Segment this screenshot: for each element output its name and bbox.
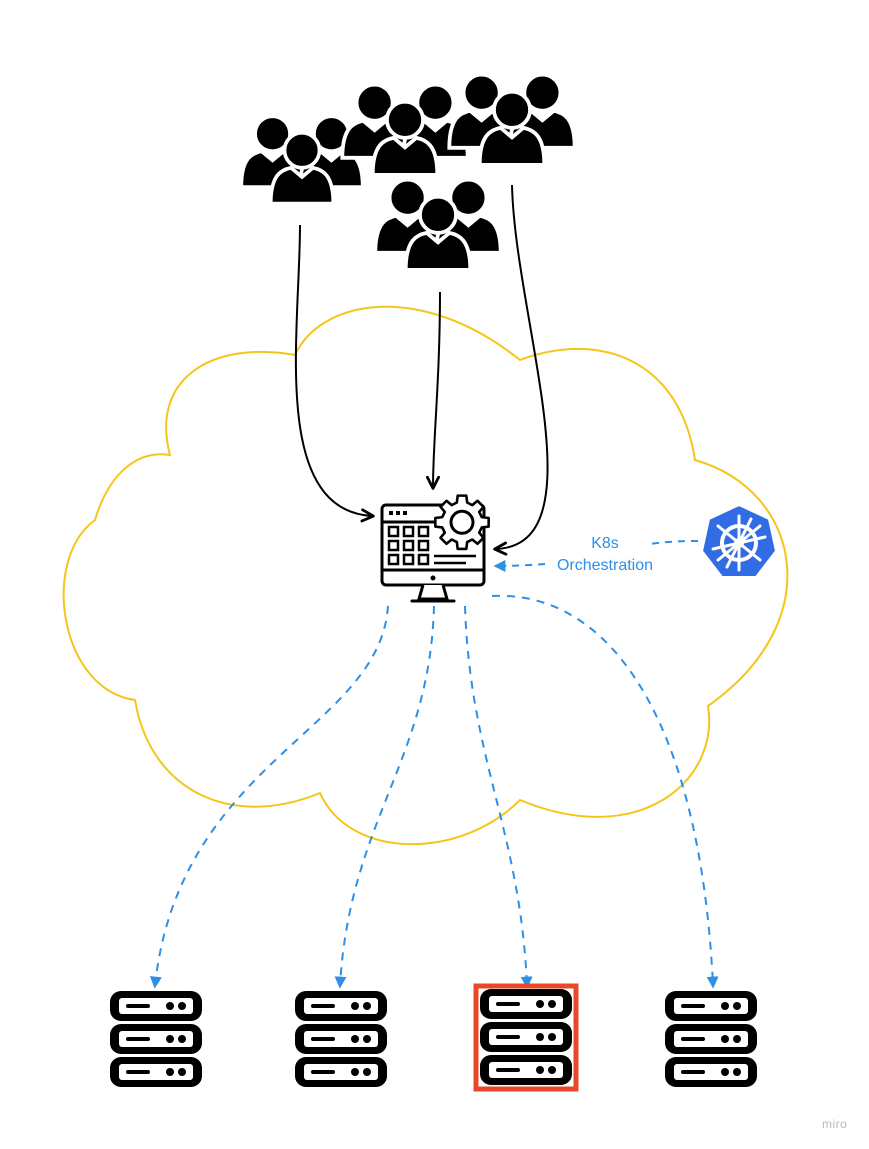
orchestration-arrow <box>647 540 699 545</box>
panel-to-server-arrow-4 <box>491 594 719 989</box>
user-to-panel-arrow-left <box>294 224 375 523</box>
server-icon <box>480 989 572 1085</box>
orchestration-label: K8s Orchestration <box>540 533 670 577</box>
server-icon <box>665 991 757 1087</box>
server-icon <box>295 991 387 1087</box>
miro-watermark: miro <box>822 1117 848 1131</box>
control-panel-gear-icon <box>380 494 490 603</box>
cloud-outline <box>62 305 789 846</box>
user-to-panel-arrow-right <box>493 184 549 556</box>
server-highlight-border <box>473 983 579 1092</box>
orchestration-label-line2: Orchestration <box>556 557 654 574</box>
orchestration-arrow-tail <box>493 559 546 572</box>
panel-to-server-arrow-2 <box>334 605 435 989</box>
user-to-panel-arrow-center <box>426 291 441 490</box>
panel-to-server-arrow-3 <box>464 605 533 989</box>
server-icon <box>110 991 202 1087</box>
user-group-center-top-icon <box>342 85 467 175</box>
kubernetes-helm-icon <box>700 503 778 578</box>
user-group-left-icon <box>241 116 362 203</box>
user-group-center-icon <box>375 180 500 270</box>
orchestration-label-line1: K8s <box>591 535 619 552</box>
panel-to-server-arrow-1 <box>149 605 389 989</box>
